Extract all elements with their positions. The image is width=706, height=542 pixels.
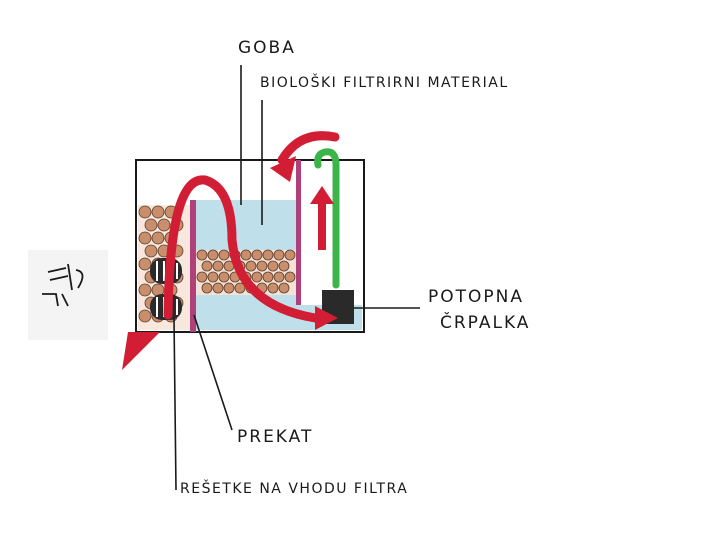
bio-ball — [201, 282, 213, 294]
bio-ball — [234, 282, 246, 294]
bio-ball — [256, 260, 268, 272]
bio-ball — [138, 283, 152, 297]
bio-ball — [278, 260, 290, 272]
bio-ball — [207, 271, 219, 283]
signature-mark — [42, 263, 84, 307]
flow-return-path — [277, 131, 340, 165]
label-prekat: PREKAT — [237, 427, 314, 447]
bio-ball — [157, 218, 171, 232]
bio-ball — [262, 271, 274, 283]
bio-ball — [138, 309, 152, 323]
flow-arrows — [163, 131, 340, 323]
bio-ball — [151, 205, 165, 219]
bio-ball — [144, 244, 158, 258]
flow-arrow-head-return — [270, 156, 296, 182]
bio-ball — [251, 249, 263, 261]
label-bio-material: BIOLOŠKI FILTRIRNI MATERIAL — [260, 75, 509, 91]
bio-balls-middle — [196, 249, 296, 294]
bio-ball — [207, 249, 219, 261]
bio-ball — [245, 260, 257, 272]
bio-ball — [196, 271, 208, 283]
flow-arrow-inlet — [122, 332, 160, 370]
bio-ball — [223, 282, 235, 294]
bio-ball — [267, 282, 279, 294]
leader-lines — [173, 65, 420, 491]
bio-ball — [212, 260, 224, 272]
bio-ball — [138, 257, 152, 271]
label-pump-line1: POTOPNA — [428, 287, 524, 307]
partition-prekat — [190, 200, 196, 332]
sponge-top — [196, 200, 296, 250]
bio-ball — [138, 231, 152, 245]
flow-arrow-up-shaft — [318, 202, 326, 250]
bio-ball — [240, 249, 252, 261]
label-pump-line2: ČRPALKA — [440, 313, 531, 333]
bio-ball — [144, 218, 158, 232]
bio-ball — [212, 282, 224, 294]
bio-ball — [251, 271, 263, 283]
pump-pipe — [314, 148, 340, 289]
artist-signature — [28, 250, 108, 340]
flow-arrow-head-pump — [315, 306, 338, 330]
flow-main-path — [163, 175, 320, 323]
bio-ball — [267, 260, 279, 272]
bio-ball — [278, 282, 290, 294]
bio-ball — [273, 249, 285, 261]
bio-ball — [284, 249, 296, 261]
bio-ball — [218, 271, 230, 283]
bio-ball — [138, 205, 152, 219]
label-resetke: REŠETKE NA VHODU FILTRA — [180, 481, 409, 497]
bio-ball — [196, 249, 208, 261]
label-goba: GOBA — [238, 38, 296, 58]
bio-ball — [201, 260, 213, 272]
bio-ball — [284, 271, 296, 283]
bio-ball — [151, 231, 165, 245]
bio-ball — [273, 271, 285, 283]
bio-ball — [218, 249, 230, 261]
flow-arrow-up-head — [310, 186, 334, 204]
partition-right — [296, 160, 301, 305]
bio-ball — [262, 249, 274, 261]
